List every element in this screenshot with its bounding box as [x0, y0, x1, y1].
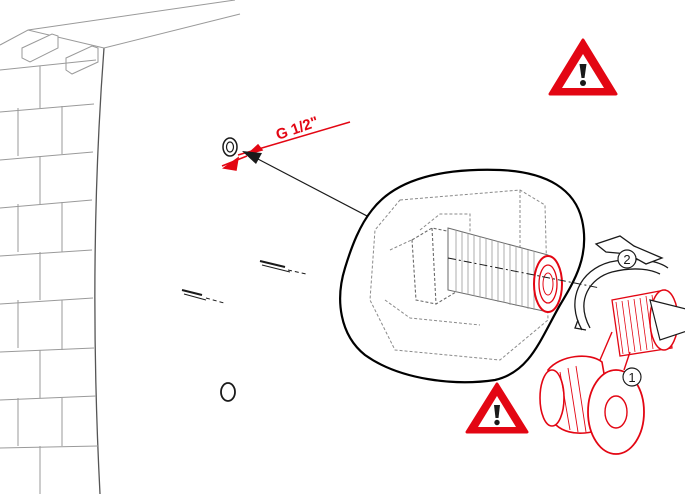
warning-icon: [548, 38, 618, 96]
brick-wall: [0, 0, 241, 494]
threaded-pipe: [447, 227, 601, 313]
wall-outlet: [222, 137, 238, 157]
wall-plug: [220, 382, 236, 402]
dimension-label: G 1/2": [274, 113, 321, 143]
step-2-badge: 2: [617, 249, 637, 269]
step-1-badge: 1: [622, 367, 642, 387]
step-2-label: 2: [623, 252, 630, 267]
dimension-marker: [221, 121, 351, 171]
red-fitting: [539, 289, 685, 455]
detail-bubble: [339, 168, 601, 384]
warning-icon: [465, 382, 529, 434]
anchor-holes: [181, 260, 307, 304]
step-1-label: 1: [628, 370, 635, 385]
